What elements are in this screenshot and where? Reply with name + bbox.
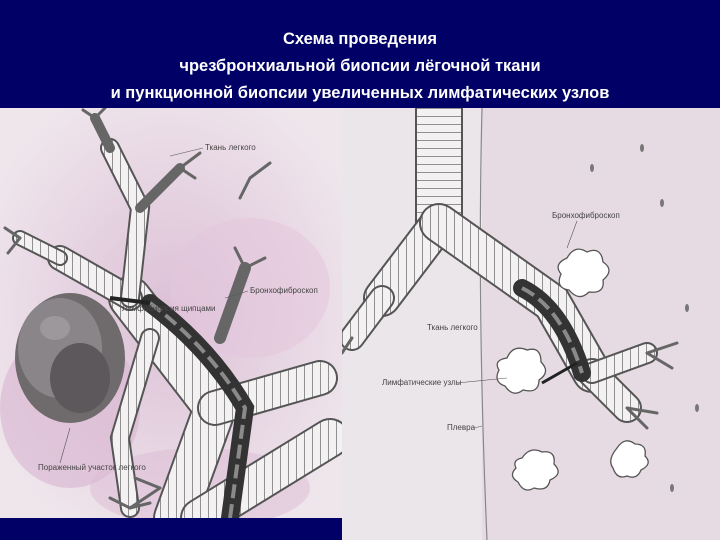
right-diagram-svg: Бронхофиброскоп Ткань легкого Лимфатичес… [342, 108, 720, 540]
label-bronchofiberscope-right: Бронхофиброскоп [552, 211, 620, 220]
label-bronchofiberscope-left: Бронхофиброскоп [250, 286, 318, 295]
lymph-node-puncture-illustration: Бронхофиброскоп Ткань легкого Лимфатичес… [342, 108, 720, 540]
transbronchial-biopsy-illustration: Ткань легкого Бронхофиброскоп Лимфобиопс… [0, 108, 342, 518]
label-lung-tissue-right: Ткань легкого [427, 323, 478, 332]
title-line-2: чрезбронхиальной биопсии лёгочной ткани [179, 57, 541, 75]
label-lymph-nodes: Лимфатические узлы [382, 378, 462, 387]
lymph-nodes [496, 248, 649, 491]
label-lung-tissue-left: Ткань легкого [205, 143, 256, 152]
left-diagram-svg: Ткань легкого Бронхофиброскоп Лимфобиопс… [0, 108, 342, 518]
title-line-3: и пункционной биопсии увеличенных лимфат… [110, 84, 610, 102]
label-biopsy-forceps: Лимфобиопсия щипцами [122, 304, 216, 313]
title-line-1: Схема проведения [282, 30, 437, 48]
label-affected-area: Пораженный участок легкого [38, 463, 146, 472]
slide-title: Схема проведения чрезбронхиальной биопси… [0, 26, 720, 107]
label-pleura: Плевра [447, 423, 476, 432]
affected-area-mass [15, 293, 125, 423]
